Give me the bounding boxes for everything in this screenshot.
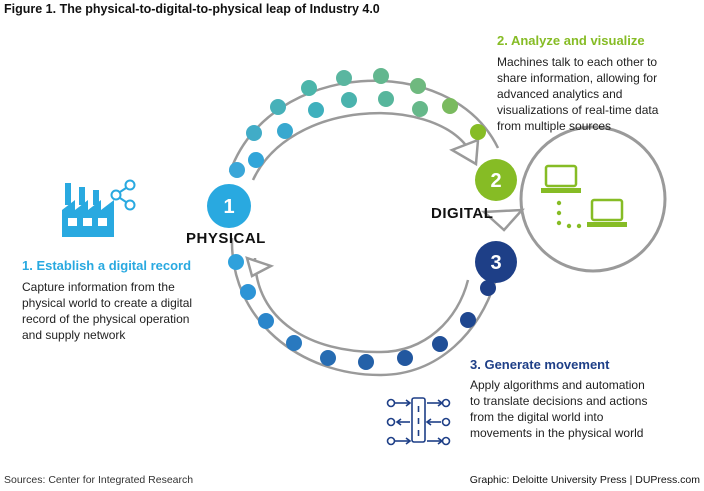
step-2-line: Machines talk to each other to (497, 55, 658, 69)
factory-icon (62, 183, 114, 237)
step-2-description: Machines talk to each other to share inf… (497, 54, 658, 134)
sources-note: Sources: Center for Integrated Research (4, 474, 194, 486)
step-3-title: 3. Generate movement (470, 357, 610, 372)
step-number-2: 2 (490, 170, 501, 192)
arrowhead-to-digital (449, 138, 480, 167)
actuator-flow-icon (386, 397, 451, 446)
step-2-line: visualizations of real-time data (497, 103, 659, 117)
step-2-line: advanced analytics and (497, 87, 623, 101)
step-badge-3: 3 (475, 241, 517, 283)
top-dot-trail (229, 68, 486, 178)
step-2-line: share information, allowing for (497, 71, 658, 85)
step-1-line: and supply network (22, 328, 126, 342)
step-2-title: 2. Analyze and visualize (497, 33, 645, 48)
figure-title: Figure 1. The physical-to-digital-to-phy… (4, 2, 380, 16)
share-icon (110, 179, 136, 211)
step-3-line: Apply algorithms and automation (470, 378, 645, 392)
outer-arc-top (228, 79, 500, 173)
step-1-line: record of the physical operation (22, 312, 190, 326)
cycle-diagram: 1 2 3 (62, 68, 667, 446)
step-number-1: 1 (223, 196, 234, 218)
step-1-line: physical world to create a digital (22, 296, 193, 310)
outer-arc-bottom (230, 237, 497, 377)
step-1-description: Capture information from the physical wo… (22, 279, 192, 343)
step-1-title: 1. Establish a digital record (22, 258, 192, 273)
step-badge-1: 1 (207, 184, 251, 228)
inner-arc-bottom (253, 257, 470, 354)
arrowhead-digital-bridge (480, 208, 525, 232)
connected-computers-icon (541, 164, 627, 229)
step-3-line: movements in the physical world (470, 426, 644, 440)
inner-arc-top (251, 111, 470, 181)
graphic-credit: Graphic: Deloitte University Press | DUP… (469, 474, 700, 486)
step-1-line: Capture information from the (22, 280, 175, 294)
bottom-dot-trail (228, 254, 496, 370)
step-2-line: from multiple sources (497, 119, 612, 133)
step-3-line: from the digital world into (470, 410, 604, 424)
physical-label: PHYSICAL (186, 230, 266, 247)
step-badge-2: 2 (475, 159, 517, 201)
step-number-3: 3 (490, 252, 501, 274)
digital-label: DIGITAL (431, 205, 494, 222)
arrowhead-to-physical (245, 256, 275, 278)
step-3-description: Apply algorithms and automation to trans… (470, 377, 647, 441)
step-3-line: to translate decisions and actions (470, 394, 648, 408)
